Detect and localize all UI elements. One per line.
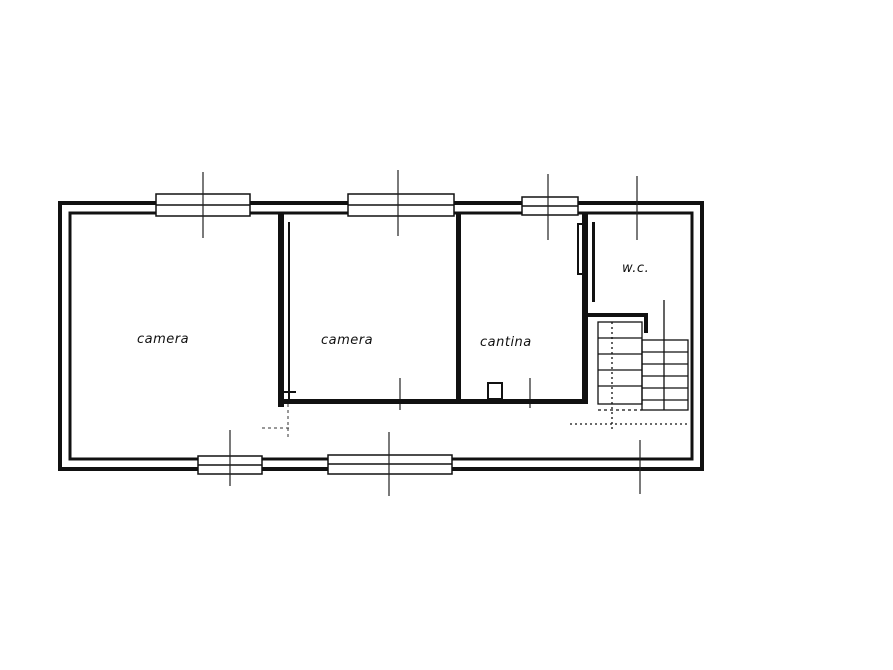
room-label-camera-left: camera [137,332,189,347]
room-label-camera-middle: camera [321,333,373,348]
interior-walls [278,213,648,407]
dashed-guides [262,404,292,440]
staircase [570,300,690,430]
room-label-cantina: cantina [480,335,532,350]
axis-lines [202,170,641,496]
fixtures [284,223,587,400]
room-label-wc: w.c. [622,261,649,276]
